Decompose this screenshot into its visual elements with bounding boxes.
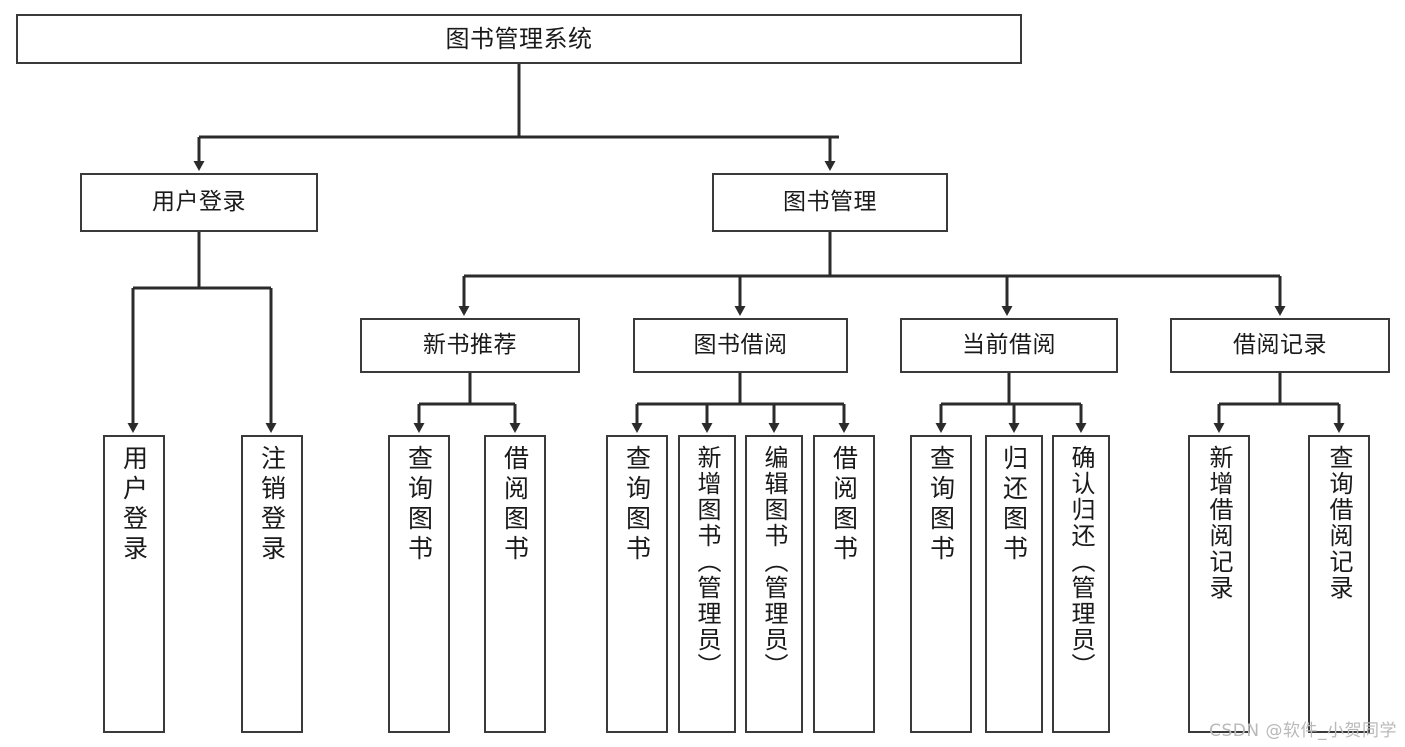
node-new-book-recommend[interactable]: 新书推荐 [360, 318, 580, 373]
node-label: 编辑图书（管理员） [760, 445, 788, 679]
leaf-edit-book-admin[interactable]: 编辑图书（管理员） [745, 435, 803, 733]
node-label: 借阅图书 [829, 445, 859, 565]
node-label: 新书推荐 [423, 331, 517, 358]
node-label: 新增借阅记录 [1205, 445, 1233, 601]
leaf-return-book[interactable]: 归还图书 [985, 435, 1043, 733]
node-label: 新增图书（管理员） [693, 445, 721, 679]
node-book-manage[interactable]: 图书管理 [712, 173, 948, 232]
watermark-text: CSDN @软件_小贺同学 [1209, 721, 1397, 741]
node-book-borrow[interactable]: 图书借阅 [633, 318, 848, 373]
node-label: 归还图书 [999, 445, 1029, 565]
node-user-login[interactable]: 用户登录 [80, 173, 318, 232]
leaf-query-book-cur[interactable]: 查询图书 [910, 435, 972, 733]
leaf-query-book[interactable]: 查询图书 [606, 435, 668, 733]
leaf-logout[interactable]: 注销登录 [241, 435, 303, 733]
node-label: 注销登录 [257, 445, 287, 565]
node-label: 借阅记录 [1233, 331, 1327, 358]
leaf-add-book-admin[interactable]: 新增图书（管理员） [678, 435, 736, 733]
leaf-add-borrow-record[interactable]: 新增借阅记录 [1188, 435, 1250, 733]
node-label: 查询图书 [622, 445, 652, 565]
node-root-system[interactable]: 图书管理系统 [16, 14, 1022, 64]
node-label: 查询借阅记录 [1325, 445, 1353, 601]
leaf-query-borrow-record[interactable]: 查询借阅记录 [1308, 435, 1370, 733]
node-label: 图书管理 [783, 188, 877, 215]
leaf-user-login[interactable]: 用户登录 [103, 435, 165, 733]
node-label: 图书管理系统 [445, 24, 593, 53]
leaf-borrow-book[interactable]: 借阅图书 [813, 435, 875, 733]
leaf-confirm-return[interactable]: 确认归还（管理员） [1052, 435, 1110, 733]
leaf-query-book-rec[interactable]: 查询图书 [388, 435, 450, 733]
node-label: 当前借阅 [962, 331, 1056, 358]
node-label: 借阅图书 [500, 445, 530, 565]
node-current-borrow[interactable]: 当前借阅 [900, 318, 1118, 373]
node-label: 查询图书 [404, 445, 434, 565]
node-label: 确认归还（管理员） [1067, 445, 1095, 679]
leaf-borrow-book-rec[interactable]: 借阅图书 [484, 435, 546, 733]
node-borrow-record[interactable]: 借阅记录 [1170, 318, 1390, 373]
node-label: 查询图书 [926, 445, 956, 565]
node-label: 用户登录 [152, 188, 246, 215]
node-label: 图书借阅 [693, 331, 788, 358]
node-label: 用户登录 [119, 445, 149, 565]
